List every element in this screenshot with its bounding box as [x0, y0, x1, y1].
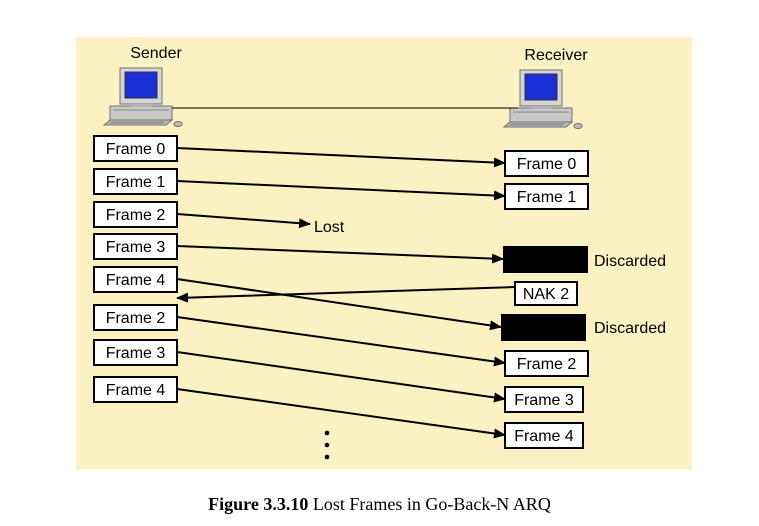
sender-frame-label: Frame 4	[106, 382, 166, 399]
receiver-frame: Frame 3	[504, 386, 584, 413]
arrow-nak	[176, 286, 516, 303]
sender-frame-label: Frame 1	[106, 174, 166, 191]
arrow-frame-2-lost	[176, 213, 311, 229]
receiver-frame: Frame 0	[504, 150, 589, 177]
sender-frame: Frame 0	[93, 135, 178, 162]
arrow-frame-4	[176, 278, 502, 331]
receiver-frame: Frame 2	[504, 350, 589, 377]
sender-frame-label: Frame 2	[106, 207, 166, 224]
diagram-panel	[76, 37, 692, 469]
arrow-frame-1	[176, 180, 506, 201]
receiver-label: Receiver	[524, 47, 588, 64]
sender-frame: Frame 2	[93, 304, 178, 331]
arrow-frame-4-resend	[176, 388, 506, 439]
sender-frame: Frame 3	[93, 233, 178, 260]
sender-frame: Frame 3	[93, 339, 178, 366]
receiver-frame-label: Frame 0	[517, 156, 577, 173]
discarded-frame-box	[503, 246, 588, 273]
sender-label: Sender	[130, 45, 182, 62]
nak-label: NAK 2	[523, 286, 569, 303]
arrow-frame-3-resend	[176, 351, 506, 403]
discarded-label: Discarded	[594, 320, 666, 337]
receiver-frame-label: Frame 2	[517, 356, 577, 373]
continuation-dots	[324, 430, 330, 460]
discarded-label: Discarded	[594, 253, 666, 270]
arrow-frame-0	[176, 147, 506, 168]
sender-frame-label: Frame 3	[106, 345, 166, 362]
receiver-frame: Frame 4	[504, 422, 584, 449]
sender-frame: Frame 2	[93, 201, 178, 228]
lost-label: Lost	[314, 219, 345, 236]
figure-title: Lost Frames in Go-Back-N ARQ	[312, 494, 551, 514]
sender-frame-label: Frame 3	[106, 239, 166, 256]
sender-frame: Frame 1	[93, 168, 178, 195]
sender-frame-label: Frame 2	[106, 310, 166, 327]
receiver-frame-label: Frame 3	[514, 392, 574, 409]
receiver-frame-label: Frame 4	[514, 428, 574, 445]
receiver-computer-icon	[503, 69, 583, 129]
sender-computer-icon	[103, 67, 183, 127]
sender-frame: Frame 4	[93, 376, 178, 403]
nak-box: NAK 2	[514, 281, 578, 306]
arrow-frame-2-resend	[176, 316, 506, 367]
figure-caption: Figure 3.3.10 Lost Frames in Go-Back-N A…	[0, 494, 759, 515]
receiver-frame: Frame 1	[504, 183, 589, 210]
discarded-frame-box	[501, 314, 586, 341]
sender-frame-label: Frame 4	[106, 272, 166, 289]
arrow-frame-3	[176, 245, 504, 264]
sender-frame: Frame 4	[93, 266, 178, 293]
sender-frame-label: Frame 0	[106, 141, 166, 158]
figure-number: Figure 3.3.10	[208, 494, 309, 514]
receiver-frame-label: Frame 1	[517, 189, 577, 206]
